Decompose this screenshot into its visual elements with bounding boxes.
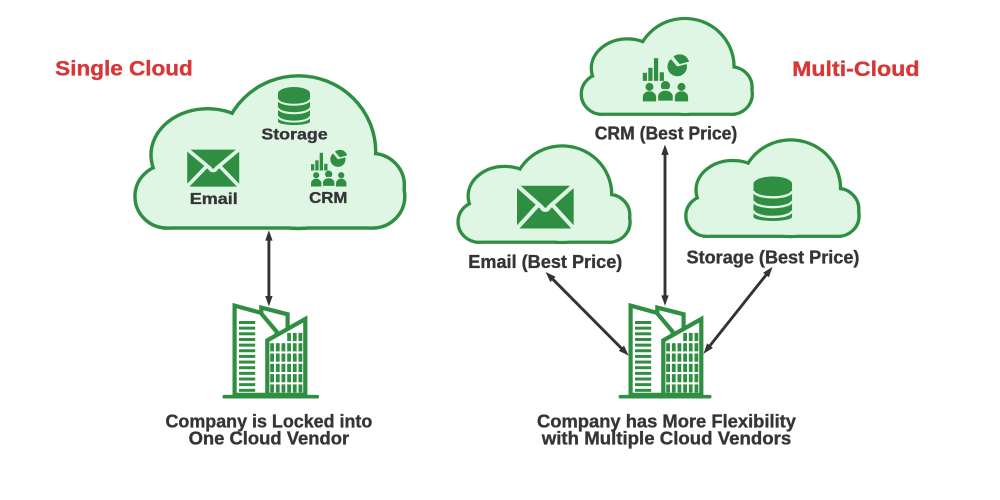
svg-text:Multi-Cloud: Multi-Cloud (792, 58, 919, 81)
svg-text:Storage (Best Price): Storage (Best Price) (687, 248, 860, 268)
svg-text:One Cloud Vendor: One Cloud Vendor (189, 429, 350, 449)
svg-text:Storage: Storage (261, 126, 327, 143)
svg-text:Email (Best Price): Email (Best Price) (468, 252, 622, 272)
svg-text:Single Cloud: Single Cloud (55, 58, 193, 81)
svg-text:CRM: CRM (309, 190, 347, 207)
svg-text:Email: Email (190, 191, 238, 208)
svg-text:CRM (Best Price): CRM (Best Price) (595, 124, 738, 144)
svg-text:Company is Locked into: Company is Locked into (166, 411, 373, 431)
svg-text:with Multiple Cloud Vendors: with Multiple Cloud Vendors (541, 429, 792, 449)
svg-text:Company has More Flexibility: Company has More Flexibility (537, 411, 796, 431)
